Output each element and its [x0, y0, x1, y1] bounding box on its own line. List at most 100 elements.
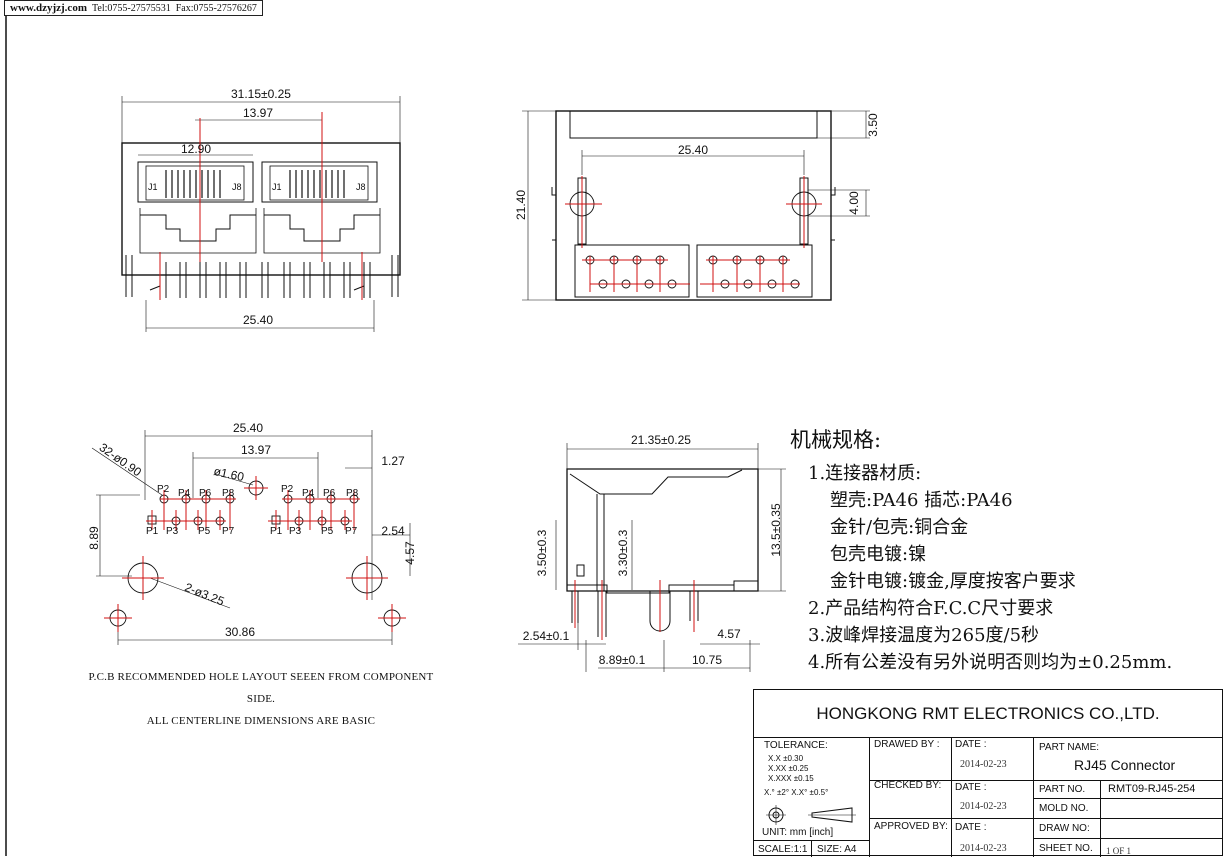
pin-p8-right: P8 [346, 488, 359, 499]
specs-title: 机械规格: [790, 428, 882, 452]
dim-row-offset-a: 8.89 [87, 526, 101, 550]
dim-peg-offset: 4.00 [847, 191, 861, 215]
side-view-labels: 21.35±0.25 13.5±0.35 3.50±0.3 3.30±0.3 2… [523, 433, 783, 667]
label-j8-right: J8 [356, 182, 366, 192]
date-2: 2014-02-23 [960, 801, 1007, 812]
date-3: 2014-02-23 [960, 843, 1007, 854]
spec-item-pins: 金针/包壳:铜合金 [830, 517, 969, 538]
pin-p5-right: P5 [321, 526, 334, 537]
pin-p1-right: P1 [270, 526, 283, 537]
top-view-labels: 21.40 25.40 3.50 4.00 [514, 113, 880, 220]
label-j1-left: J1 [148, 182, 158, 192]
dim-total-span: 30.86 [225, 625, 255, 639]
part-name-label: PART NAME: [1039, 742, 1100, 753]
top-view [522, 110, 870, 301]
scale: SCALE:1:1 [758, 844, 808, 855]
dim-mount-holes: 2-ø3.25 [183, 580, 227, 609]
dim-offset: 8.89±0.1 [599, 653, 646, 667]
spec-item-2: 2.产品结构符合F.C.C尺寸要求 [808, 598, 1054, 619]
approved-by-label: APPROVED BY: [874, 821, 948, 832]
pcb-note-line1: P.C.B RECOMMENDED HOLE LAYOUT SEEEN FROM… [88, 671, 434, 705]
header-bar: www.dzyjzj.com Tel:0755-27575531 Fax:075… [4, 0, 263, 16]
tol-xxx: X.XXX ±0.15 [768, 774, 814, 783]
front-view [121, 96, 401, 332]
label-j1-right: J1 [272, 182, 282, 192]
tol-xx: X.XX ±0.25 [768, 764, 809, 773]
sheet-no: 1 OF 1 [1106, 846, 1132, 856]
date-label-3: DATE : [955, 822, 987, 833]
dim-side-height: 13.5±0.35 [769, 503, 783, 557]
dim-depth: 21.35±0.25 [631, 433, 691, 447]
label-j8-left: J8 [232, 182, 242, 192]
dim-lead-a: 3.50±0.3 [535, 529, 549, 576]
dim-peg-hole: ø1.60 [212, 464, 245, 484]
pin-p3-left: P3 [166, 526, 179, 537]
dim-row-offset-c: 4.57 [403, 541, 417, 565]
pin-p6-right: P6 [323, 488, 336, 499]
tel: Tel:0755-27575531 [91, 3, 171, 14]
dim-pcb-port-pitch: 13.97 [241, 443, 271, 457]
dim-inner-span: 25.40 [678, 143, 708, 157]
unit: UNIT: mm [inch] [762, 827, 834, 838]
pcb-labels: 25.40 13.97 1.27 ø1.60 32-ø0.90 2-ø3.25 … [87, 421, 417, 639]
dim-port-pitch: 13.97 [243, 106, 273, 120]
mold-no-label: MOLD NO. [1039, 803, 1089, 814]
tol-angle: X.° ±2° X.X° ±0.5° [764, 788, 829, 797]
dim-row-offset-b: 2.54 [381, 524, 405, 538]
pcb-note: P.C.B RECOMMENDED HOLE LAYOUT SEEEN FROM… [86, 666, 436, 732]
pin-p2-right: P2 [281, 484, 294, 495]
checked-by-label: CHECKED BY: [874, 780, 942, 791]
pin-p7-left: P7 [222, 526, 235, 537]
pin-p2-left: P2 [157, 484, 170, 495]
spec-item-housing: 塑壳:PA46 插芯:PA46 [830, 490, 1013, 511]
drawed-by-label: DRAWED BY : [874, 739, 940, 750]
pin-p7-right: P7 [345, 526, 358, 537]
dim-pcb-span: 25.40 [233, 421, 263, 435]
size: SIZE: A4 [817, 844, 857, 855]
dim-pin-span: 25.40 [243, 313, 273, 327]
side-view [518, 443, 786, 672]
dim-pitch: 2.54±0.1 [523, 629, 570, 643]
date-1: 2014-02-23 [960, 759, 1007, 770]
part-no-label: PART NO. [1039, 784, 1086, 795]
date-label-1: DATE : [955, 739, 987, 750]
dim-tab-depth: 3.50 [866, 113, 880, 137]
pcb-note-line2: ALL CENTERLINE DIMENSIONS ARE BASIC [146, 715, 376, 727]
draw-no-label: DRAW NO: [1039, 823, 1090, 834]
dim-lead-b: 3.30±0.3 [616, 529, 630, 576]
fax: Fax:0755-27576267 [175, 3, 257, 14]
mechanical-specs: 机械规格: 1.连接器材质: 塑壳:PA46 插芯:PA46 金针/包壳:铜合金… [790, 424, 1172, 676]
dim-pin-pitch: 1.27 [381, 454, 405, 468]
spec-item-shield: 包壳电镀:镍 [830, 544, 927, 565]
spec-item-3: 3.波峰焊接温度为265度/5秒 [808, 625, 1040, 646]
pin-p1-left: P1 [146, 526, 159, 537]
spec-item-1: 1.连接器材质: [808, 463, 922, 484]
dim-height: 21.40 [514, 190, 528, 220]
front-view-labels: 31.15±0.25 13.97 12.90 25.40 J1 J8 J1 J8 [148, 87, 366, 327]
dim-signal-holes: 32-ø0.90 [97, 440, 145, 479]
dim-overall-width: 31.15±0.25 [231, 87, 291, 101]
pin-p5-left: P5 [198, 526, 211, 537]
pin-p8-left: P8 [222, 488, 235, 499]
spec-item-plating: 金针电镀:镀金,厚度按客户要求 [830, 571, 1076, 592]
title-block: HONGKONG RMT ELECTRONICS CO.,LTD. TOLERA… [753, 689, 1223, 857]
part-name: RJ45 Connector [1074, 757, 1176, 773]
pcb-layout [91, 430, 411, 645]
sheet-no-label: SHEET NO. [1039, 843, 1093, 854]
pin-p6-left: P6 [199, 488, 212, 499]
dim-port-width: 12.90 [181, 142, 211, 156]
pin-p4-right: P4 [302, 488, 315, 499]
pin-p4-left: P4 [178, 488, 191, 499]
part-no: RMT09-RJ45-254 [1108, 783, 1196, 795]
site-url: www.dzyjzj.com [10, 2, 87, 14]
date-label-2: DATE : [955, 782, 987, 793]
spec-item-4: 4.所有公差没有另外说明否则均为±0.25mm. [808, 652, 1173, 673]
dim-rear-len: 4.57 [717, 627, 741, 641]
tolerance-label: TOLERANCE: [764, 740, 828, 751]
tol-x: X.X ±0.30 [768, 754, 804, 763]
projection-symbol-icon [766, 805, 856, 825]
company-name: HONGKONG RMT ELECTRONICS CO.,LTD. [754, 690, 1222, 738]
dim-front-len: 10.75 [692, 653, 722, 667]
